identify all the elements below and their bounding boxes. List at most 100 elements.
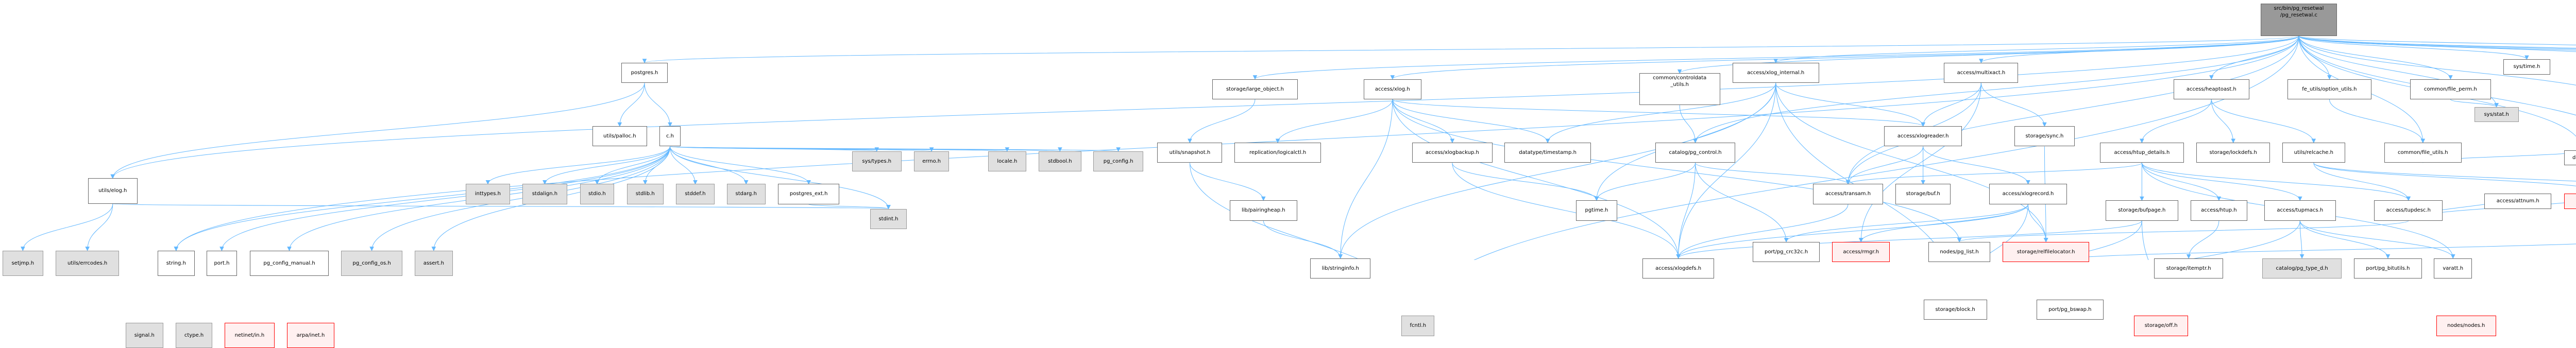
node-rmgr[interactable]: access/rmgr.h	[1832, 241, 1890, 262]
node-heaptoast[interactable]: access/heaptoast.h	[2173, 79, 2249, 99]
edge-elog-to-errcodes	[87, 204, 113, 251]
node-sync[interactable]: storage/sync.h	[2014, 126, 2075, 147]
node-arpa[interactable]: arpa/inet.h	[286, 322, 335, 348]
node-pg-control[interactable]: catalog/pg_control.h	[1655, 143, 1736, 163]
node-varatt[interactable]: varatt.h	[2434, 258, 2472, 279]
node-netinet[interactable]: netinet/in.h	[225, 322, 275, 348]
node-multixact[interactable]: access/multixact.h	[1944, 62, 2019, 83]
node-relcache[interactable]: utils/relcache.h	[2282, 143, 2345, 163]
node-large-object[interactable]: storage/large_object.h	[1212, 79, 1298, 99]
edge-large_object-to-snapshot	[1189, 99, 1256, 143]
node-pg-bitutils[interactable]: port/pg_bitutils.h	[2353, 258, 2422, 279]
arrowhead	[2385, 254, 2391, 259]
node-file-perm[interactable]: common/file_perm.h	[2410, 79, 2491, 99]
node-pairingheap[interactable]: lib/pairingheap.h	[1229, 200, 1297, 221]
edge-xlog-to-xlogbackup	[1392, 99, 1453, 143]
edge-xlogrecord-to-relfilelocator	[2027, 204, 2046, 242]
node-option-utils[interactable]: fe_utils/option_utils.h	[2287, 79, 2372, 99]
arrowhead	[219, 247, 224, 251]
node-tupmacs[interactable]: access/tupmacs.h	[2264, 200, 2336, 221]
node-xlogreader[interactable]: access/xlogreader.h	[1884, 126, 1962, 147]
edge-root-to-large_object	[1255, 36, 2299, 79]
edge-xlog-to-timestamp	[1392, 99, 1548, 143]
edge-option_utils-to-file_utils	[2329, 99, 2424, 143]
node-xlogdefs[interactable]: access/xlogdefs.h	[1642, 258, 1715, 279]
node-logicalctl[interactable]: replication/logicalctl.h	[1234, 143, 1321, 163]
node-xlogbackup[interactable]: access/xlogbackup.h	[1412, 143, 1493, 163]
node-buf[interactable]: storage/buf.h	[1895, 184, 1951, 204]
node-systime[interactable]: sys/time.h	[2503, 59, 2550, 75]
node-xlog[interactable]: access/xlog.h	[1363, 79, 1421, 99]
node-lockdefs[interactable]: storage/lockdefs.h	[2196, 143, 2270, 163]
node-c[interactable]: c.h	[659, 126, 681, 147]
arrowhead	[2494, 103, 2499, 108]
edge-xlog_internal-to-block	[1775, 83, 1946, 260]
edge-xlogrecord-to-rmgr	[1860, 204, 2028, 242]
edge-xlogreader-to-transam	[1848, 146, 1924, 184]
node-dirent[interactable]: dirent.h	[2564, 150, 2576, 166]
node-bufpage[interactable]: storage/bufpage.h	[2106, 200, 2178, 221]
edge-relcache-to-bitmapset	[2313, 162, 2576, 182]
node-pg-config: pg_config.h	[1093, 151, 1143, 172]
node-pg-attribute[interactable]: catalog/pg_attribute.h	[2564, 194, 2576, 209]
node-off[interactable]: storage/off.h	[2134, 316, 2188, 336]
node-string[interactable]: string.h	[158, 250, 195, 276]
node-xlogrecord[interactable]: access/xlogrecord.h	[1989, 184, 2067, 204]
edge-transam-to-xlogdefs	[1678, 204, 1849, 258]
node-pg-crc32c[interactable]: port/pg_crc32c.h	[1753, 241, 1820, 262]
arrowhead	[1858, 238, 1863, 242]
node-stdarg: stdarg.h	[726, 184, 766, 204]
node-transam[interactable]: access/transam.h	[1812, 184, 1884, 204]
edge-heaptoast-to-lockdefs	[2211, 99, 2234, 143]
node-stringinfo[interactable]: lib/stringinfo.h	[1310, 258, 1371, 279]
arrowhead	[85, 247, 90, 251]
node-postgres[interactable]: postgres.h	[621, 62, 668, 83]
node-postgres-ext[interactable]: postgres_ext.h	[778, 184, 840, 204]
node-itemptr[interactable]: storage/itemptr.h	[2154, 258, 2224, 279]
arrowhead	[1693, 138, 1698, 144]
node-pg-config-manual[interactable]: pg_config_manual.h	[250, 250, 329, 276]
arrowhead	[21, 247, 25, 251]
node-timestamp[interactable]: datatype/timestamp.h	[1504, 143, 1591, 163]
node-file-utils[interactable]: common/file_utils.h	[2384, 143, 2462, 163]
edge-bufpage-to-block	[2048, 220, 2142, 260]
arrowhead	[287, 247, 292, 251]
arrowhead	[2420, 138, 2426, 144]
arrowhead	[617, 122, 622, 127]
arrowhead	[1545, 138, 1550, 144]
node-port[interactable]: port.h	[206, 250, 238, 276]
arrowhead	[743, 180, 749, 185]
node-nodes[interactable]: nodes/nodes.h	[2436, 316, 2496, 336]
edge-root-to-restricted_token	[2298, 36, 2576, 49]
node-tupdesc[interactable]: access/tupdesc.h	[2374, 200, 2443, 221]
node-snapshot[interactable]: utils/snapshot.h	[1157, 143, 1223, 163]
node-stddef: stddef.h	[676, 184, 715, 204]
node-signal: signal.h	[125, 322, 163, 348]
edge-root-to-xlog_internal	[1775, 36, 2299, 63]
node-elog[interactable]: utils/elog.h	[88, 178, 138, 204]
node-htup[interactable]: access/htup.h	[2190, 200, 2248, 221]
node-ctype: ctype.h	[176, 322, 212, 348]
edge-root-to-pg_control	[1695, 36, 2299, 143]
node-attnum[interactable]: access/attnum.h	[2484, 194, 2552, 209]
edge-xlog-to-xlogreader	[1392, 99, 1924, 127]
arrowhead	[1261, 196, 1266, 201]
edge-c-to-port	[221, 146, 671, 251]
node-relfilelocator[interactable]: storage/relfilelocator.h	[2003, 241, 2090, 262]
edges-layer	[21, 36, 2576, 260]
node-htup-details[interactable]: access/htup_details.h	[2100, 143, 2184, 163]
node-block[interactable]: storage/block.h	[1923, 299, 1987, 320]
node-pgtime[interactable]: pgtime.h	[1576, 200, 1617, 221]
node-pg-list[interactable]: nodes/pg_list.h	[1928, 241, 1991, 262]
edge-xlogrecord-to-xlogdefs	[1678, 204, 2028, 258]
node-root[interactable]: src/bin/pg_resetwal /pg_resetwal.c	[2260, 4, 2337, 36]
node-controldata[interactable]: common/controldata _utils.h	[1639, 73, 1720, 106]
arrowhead	[2448, 75, 2453, 80]
node-pg-bswap[interactable]: port/pg_bswap.h	[2037, 299, 2104, 320]
edge-pg_control-to-pgtime	[1596, 163, 1696, 201]
node-palloc[interactable]: utils/palloc.h	[592, 126, 647, 147]
node-xlog-internal[interactable]: access/xlog_internal.h	[1732, 62, 1819, 83]
edge-xlog-to-logicalctl	[1277, 99, 1393, 143]
edge-root-to-version	[2298, 36, 2576, 49]
edge-xlog-to-pg_list	[1392, 99, 1960, 242]
